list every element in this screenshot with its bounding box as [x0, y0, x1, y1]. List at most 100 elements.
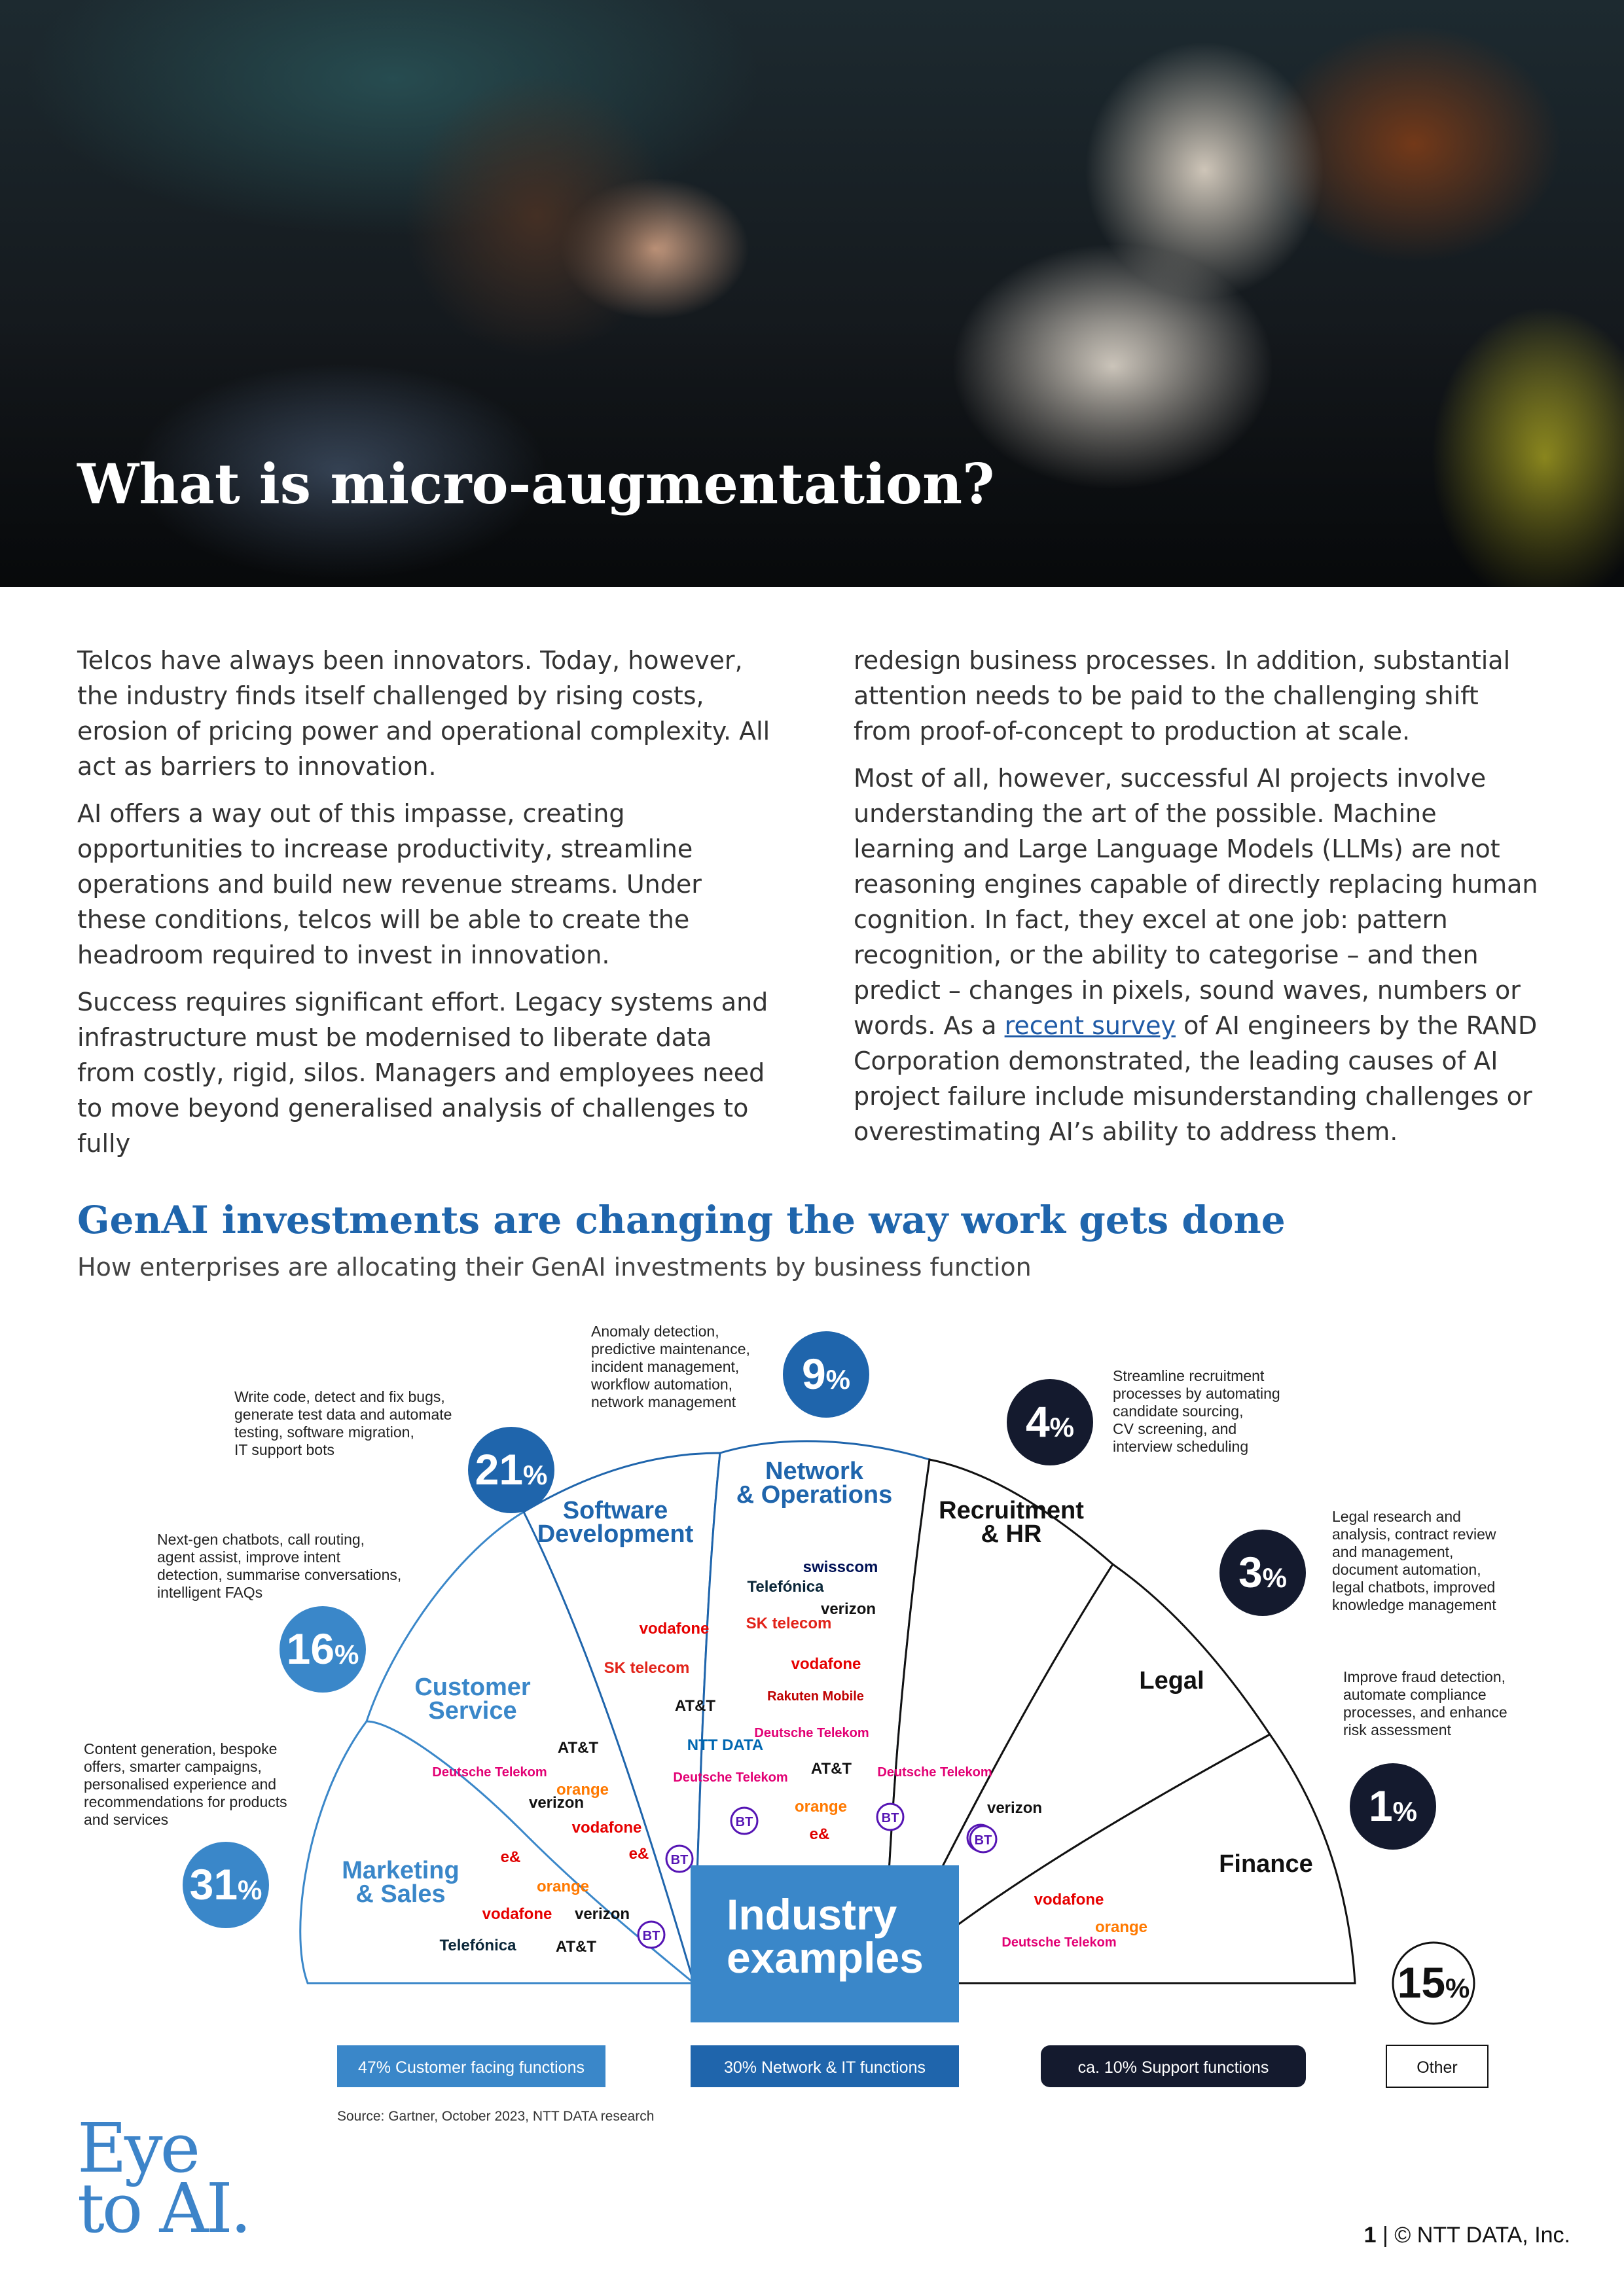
brand-logo-text: orange: [537, 1878, 589, 1895]
brand-logo-text: vodafone: [482, 1905, 552, 1923]
legend-label: 47% Customer facing functions: [358, 2058, 585, 2077]
brand-logo-text: AT&T: [675, 1697, 716, 1715]
bt-logo-mark: [665, 1844, 694, 1873]
brand-logo-text: BT: [882, 1811, 899, 1825]
industry-examples-label: examples: [727, 1933, 924, 1982]
slice-finance: [880, 1733, 1356, 1984]
slice-label: & Operations: [736, 1481, 893, 1509]
chart-subtitle: How enterprises are allocating their Gen…: [77, 1253, 1032, 1282]
function-description: detection, summarise conversations,: [157, 1566, 401, 1583]
brand-logo-text: verizon: [575, 1905, 630, 1923]
brand-logo-text: Deutsche Telekom: [1001, 1935, 1116, 1950]
bt-logo-mark: [969, 1825, 998, 1854]
percent-bubble-marketing-and-sales: [183, 1842, 269, 1928]
percent-unit: %: [238, 1874, 262, 1905]
function-description: Legal research and: [1332, 1508, 1461, 1525]
slice-label: Recruitment: [939, 1497, 1084, 1524]
recent-survey-link[interactable]: recent survey: [1004, 1011, 1176, 1040]
brand-logo-text: verizon: [987, 1799, 1042, 1817]
intro-right-column: redesign business processes. In addition…: [854, 643, 1541, 1161]
brand-logo-text: Telefónica: [748, 1578, 825, 1596]
slice-label: Marketing: [342, 1857, 459, 1884]
brand-logo-text: e&: [501, 1848, 521, 1866]
function-description: Write code, detect and fix bugs,: [234, 1388, 445, 1405]
bt-logo-mark: [730, 1806, 759, 1835]
function-description: processes, and enhance: [1343, 1704, 1507, 1721]
percent-bubble-software-development: [468, 1427, 554, 1513]
slice-label: Software: [563, 1497, 668, 1524]
legend-item-network: [691, 2045, 959, 2087]
intro-paragraph: redesign business processes. In addition…: [854, 646, 1511, 745]
slice-label: Development: [537, 1520, 694, 1548]
function-description: IT support bots: [234, 1441, 334, 1458]
legend-item-support: [1041, 2045, 1306, 2087]
industry-examples-label: Industry: [727, 1890, 897, 1939]
logo-line: Eye: [77, 2108, 200, 2188]
brand-logo-text: vodafone: [791, 1655, 861, 1673]
bt-logo-mark: [876, 1803, 905, 1831]
logo-line: to AI.: [77, 2168, 252, 2248]
brand-logo-text: vodafone: [572, 1819, 642, 1837]
slice-label: Legal: [1139, 1667, 1204, 1695]
function-description: Streamline recruitment: [1113, 1367, 1265, 1384]
percent-bubble-customer-service: [280, 1606, 366, 1693]
brand-logo-text: BT: [671, 1853, 689, 1867]
intro-paragraph: Most of all, however, successful AI proj…: [854, 761, 1541, 1149]
slice-label: & Sales: [355, 1880, 445, 1908]
function-description: workflow automation,: [590, 1376, 732, 1393]
percent-unit: %: [1445, 1973, 1470, 2003]
percent-unit: %: [826, 1364, 850, 1395]
brand-logo-text: e&: [810, 1825, 830, 1843]
function-description: automate compliance: [1343, 1686, 1487, 1703]
slice-label: Service: [428, 1697, 516, 1725]
bt-logo-mark: [637, 1920, 666, 1949]
percent-bubble-finance: [1350, 1763, 1436, 1850]
slice-label: Customer: [414, 1674, 531, 1701]
percent-unit: %: [1393, 1796, 1417, 1827]
eye-to-ai-logo: Eye to AI.: [77, 2108, 252, 2248]
brand-logo-text: swisscom: [803, 1558, 878, 1576]
legend-item-other: [1386, 2045, 1489, 2088]
page-number: 1: [1363, 2223, 1377, 2248]
function-description: testing, software migration,: [234, 1424, 414, 1441]
intro-paragraph: Success requires significant effort. Leg…: [77, 988, 768, 1158]
function-description: analysis, contract review: [1332, 1526, 1496, 1543]
percent-unit: %: [1050, 1412, 1074, 1443]
percent-unit: %: [523, 1460, 547, 1490]
intro-left-column: Telcos have always been innovators. Toda…: [77, 643, 771, 1173]
slice-label: & HR: [981, 1520, 1042, 1548]
brand-logo-text: orange: [1095, 1918, 1147, 1936]
intro-text: of AI engineers by the RAND Corporation …: [854, 1011, 1538, 1146]
brand-logo-text: orange: [556, 1781, 609, 1799]
brand-logo-text: vodafone: [1034, 1891, 1104, 1909]
brand-logo-text: Deutsche Telekom: [754, 1726, 869, 1740]
function-description: network management: [591, 1393, 736, 1410]
function-description: processes by automating: [1113, 1385, 1280, 1402]
hero-shade: [0, 0, 1624, 587]
function-description: offers, smarter campaigns,: [84, 1758, 262, 1775]
brand-logo-text: AT&T: [811, 1760, 852, 1778]
brand-logo-text: Deutsche Telekom: [673, 1770, 787, 1785]
function-description: interview scheduling: [1113, 1438, 1248, 1455]
function-description: knowledge management: [1332, 1596, 1496, 1613]
brand-logo-text: Deutsche Telekom: [432, 1765, 547, 1780]
function-description: and management,: [1332, 1543, 1453, 1560]
function-description: recommendations for products: [84, 1793, 287, 1810]
slice-label: Network: [765, 1458, 864, 1485]
brand-logo-text: SK telecom: [746, 1615, 832, 1632]
hero-title: What is micro-augmentation?: [77, 452, 995, 516]
brand-logo-text: e&: [629, 1845, 649, 1863]
function-description: generate test data and automate: [234, 1406, 452, 1423]
percent-unit: %: [334, 1639, 359, 1670]
brand-logo-text: NTT DATA: [687, 1736, 763, 1754]
copyright: © NTT DATA, Inc.: [1394, 2223, 1570, 2248]
brand-logo-text: SK telecom: [604, 1659, 690, 1677]
brand-logo-text: orange: [795, 1798, 847, 1816]
function-description: Next-gen chatbots, call routing,: [157, 1531, 365, 1548]
function-description: and services: [84, 1811, 168, 1828]
brand-logo-text: AT&T: [558, 1739, 599, 1757]
brand-logo-text: Rakuten Mobile: [767, 1689, 864, 1704]
function-description: CV screening, and: [1113, 1420, 1236, 1437]
function-description: document automation,: [1332, 1561, 1481, 1578]
